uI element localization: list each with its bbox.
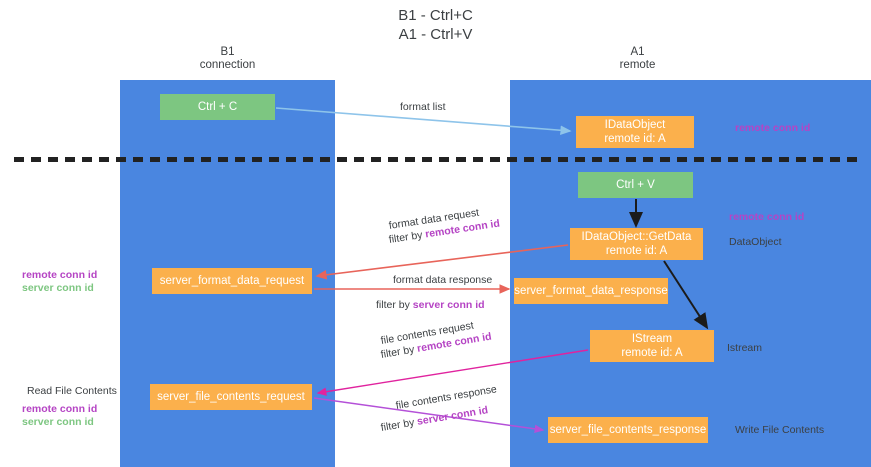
box-ctrl-v-label: Ctrl + V	[616, 179, 655, 191]
annotation-left-remote-conn-id-mid: remote conn id	[22, 269, 98, 281]
lane-a1-name: A1	[630, 46, 645, 58]
lane-header-a1: A1 remote	[560, 46, 715, 72]
box-server-format-data-response[interactable]: server_format_data_response	[514, 278, 668, 304]
lane-a1-role: remote	[619, 59, 656, 71]
box-server-file-contents-response-label: server_file_contents_response	[549, 424, 707, 436]
filter-prefix: filter by	[376, 299, 413, 311]
edge-label-format-data-response-filter: filter by server conn id	[376, 299, 485, 312]
edge-label-format-data-response: format data response	[393, 274, 493, 286]
box-istream-title: IStream	[631, 333, 673, 345]
box-server-file-contents-request[interactable]: server_file_contents_request	[150, 384, 312, 410]
filter-key: server conn id	[412, 299, 485, 311]
page-title: B1 - Ctrl+C A1 - Ctrl+V	[0, 6, 871, 44]
box-server-file-contents-response[interactable]: server_file_contents_response	[548, 417, 708, 443]
annotation-left-server-conn-id-mid: server conn id	[22, 282, 94, 294]
box-idataobject[interactable]: IDataObject remote id: A	[576, 116, 694, 148]
box-ctrl-c[interactable]: Ctrl + C	[160, 94, 275, 120]
annotation-read-file-contents: Read File Contents	[27, 385, 117, 397]
box-idataobject-title: IDataObject	[604, 119, 666, 131]
box-getdata-remote-id: remote id: A	[605, 245, 668, 257]
box-getdata-title: IDataObject::GetData	[581, 231, 692, 243]
lane-header-b1: B1 connection	[150, 46, 305, 72]
title-line-2: A1 - Ctrl+V	[398, 26, 473, 43]
box-ctrl-c-label: Ctrl + C	[197, 101, 238, 113]
box-istream[interactable]: IStream remote id: A	[590, 330, 714, 362]
annotation-write-file-contents: Write File Contents	[735, 424, 825, 436]
annotation-dataobject: DataObject	[729, 236, 782, 248]
box-server-format-data-request[interactable]: server_format_data_request	[152, 268, 312, 294]
phase-divider	[14, 157, 859, 162]
box-server-file-contents-request-label: server_file_contents_request	[157, 391, 305, 403]
annotation-left-server-conn-id-bot: server conn id	[22, 416, 94, 428]
annotation-left-remote-conn-id-bot: remote conn id	[22, 403, 98, 415]
filter-prefix: filter by	[379, 416, 419, 434]
box-idataobject-remote-id: remote id: A	[604, 133, 666, 145]
box-ctrl-v[interactable]: Ctrl + V	[578, 172, 693, 198]
box-istream-remote-id: remote id: A	[621, 347, 683, 359]
title-line-1: B1 - Ctrl+C	[398, 7, 473, 24]
annotation-remote-conn-id-mid: remote conn id	[729, 211, 805, 223]
box-server-format-data-response-label: server_format_data_response	[514, 285, 668, 297]
lane-b1-role: connection	[199, 59, 256, 71]
annotation-istream: Istream	[727, 342, 763, 354]
box-server-format-data-request-label: server_format_data_request	[159, 275, 305, 287]
edge-label-format-list: format list	[400, 101, 446, 113]
box-idataobject-getdata[interactable]: IDataObject::GetData remote id: A	[570, 228, 703, 260]
annotation-remote-conn-id-top: remote conn id	[735, 122, 811, 134]
lane-b1-name: B1	[220, 46, 235, 58]
